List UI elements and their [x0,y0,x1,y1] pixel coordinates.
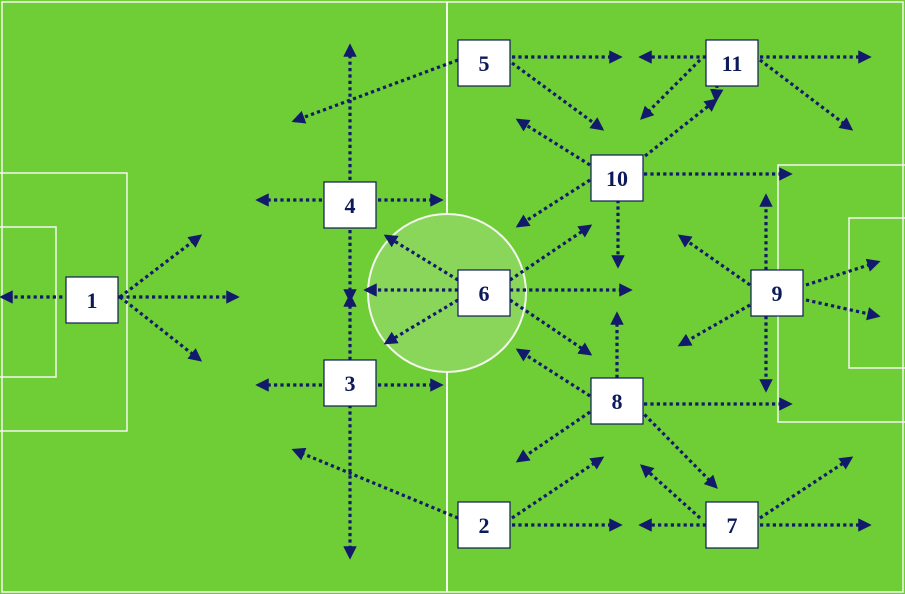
player-box [323,359,377,407]
player-6-box: 6 [457,269,511,317]
pass-arrow [638,408,718,489]
player-7-box: 7 [705,501,759,549]
pass-arrow [119,234,203,299]
pass-arrow [759,456,854,520]
player-number: 1 [87,288,98,313]
player-2-box: 2 [457,501,511,549]
player-10-box: 10 [590,154,644,202]
player-box [457,269,511,317]
player-8-box: 8 [590,377,644,425]
player-3-box: 3 [323,359,377,407]
player-5-box: 5 [457,39,511,87]
player-box [457,501,511,549]
player-number: 8 [612,389,623,414]
pass-arrow [640,58,702,120]
player-box [590,154,644,202]
pass-arrow [383,234,459,282]
pass-arrow [119,295,203,362]
pass-arrow [515,348,591,398]
player-box [65,276,119,324]
player-box [590,377,644,425]
pass-arrow [515,410,591,463]
player-11-box: 11 [705,39,759,87]
player-9-box: 9 [750,269,804,317]
player-box [457,39,511,87]
player-box [705,501,759,549]
pass-arrow [639,464,702,520]
player-number: 10 [606,166,628,191]
player-box [750,269,804,317]
pass-arrow [383,298,459,345]
pass-arrow [511,456,605,520]
player-box [705,39,759,87]
player-4-box: 4 [323,181,377,229]
player-1-box: 1 [65,276,119,324]
player-number: 2 [479,513,490,538]
player-number: 6 [479,281,490,306]
player-box [323,181,377,229]
player-number: 7 [727,513,738,538]
pass-arrow [515,178,591,228]
pass-arrow [677,234,751,287]
player-number: 3 [345,371,356,396]
player-positions: 1 2 3 4 5 6 7 8 9 10 11 [65,39,804,549]
left-goal-area [0,226,57,378]
pass-arrow [677,303,751,347]
right-goal-area [848,217,905,369]
player-number: 9 [772,281,783,306]
player-number: 11 [722,51,743,76]
pass-arrow [515,118,591,167]
player-number: 4 [345,193,356,218]
pass-arrow [291,447,459,520]
player-number: 5 [479,51,490,76]
